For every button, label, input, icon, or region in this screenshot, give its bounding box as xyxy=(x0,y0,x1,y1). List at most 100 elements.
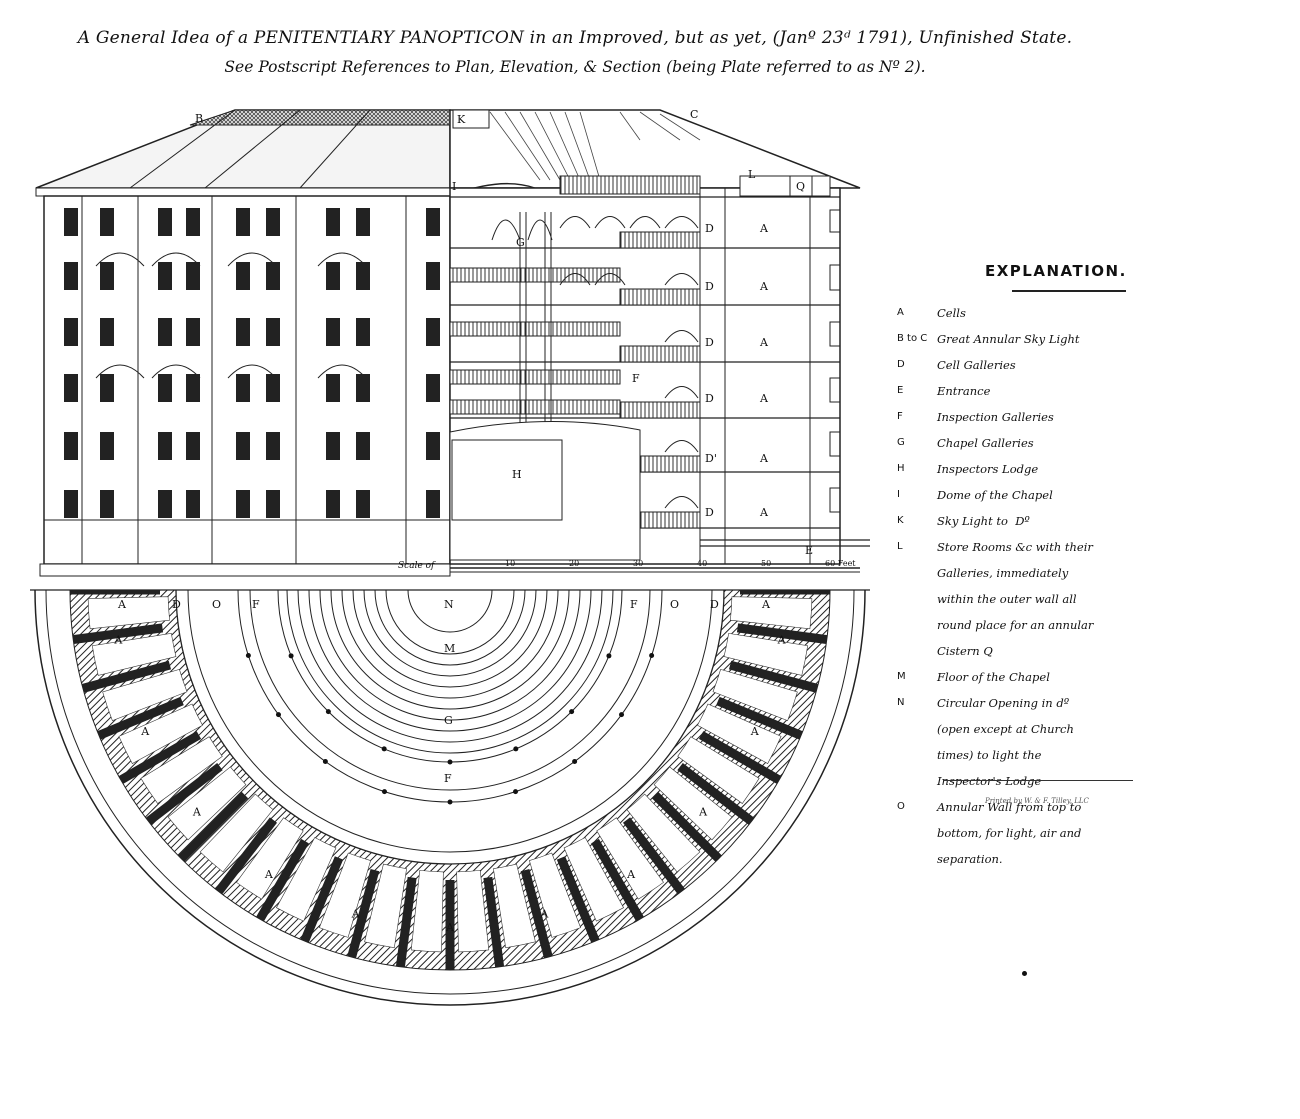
legend-text: Chapel Galleries xyxy=(937,436,1034,450)
explanation-heading: EXPLANATION. xyxy=(985,262,1127,280)
legend-item: I Dome of the Chapel xyxy=(897,482,1267,508)
legend-key: I xyxy=(897,489,900,500)
plan-label-a: A xyxy=(750,725,760,738)
plate-title: A General Idea of a PENITENTIARY PANOPTI… xyxy=(77,28,1073,48)
section-label-d: D xyxy=(705,506,714,519)
section-cell-labels: D A D A D A D A D' A D A xyxy=(705,222,769,519)
plan-label-a: A xyxy=(445,921,455,934)
plan-label-a: A xyxy=(539,907,549,920)
plan-label-f-right: F xyxy=(630,598,638,611)
legend-text: Cell Galleries xyxy=(937,358,1016,372)
legend-text: Inspection Galleries xyxy=(937,410,1054,424)
legend-text: Floor of the Chapel xyxy=(937,670,1050,684)
scale-bar xyxy=(450,567,860,573)
legend-key: H xyxy=(897,463,905,474)
legend-text: Dome of the Chapel xyxy=(937,488,1053,502)
elevation xyxy=(35,109,451,577)
elevation-windows xyxy=(64,208,440,518)
legend-item: G Chapel Galleries xyxy=(897,430,1267,456)
legend-key: D xyxy=(897,359,905,370)
legend-text: Annular Wall from top to bottom, for lig… xyxy=(937,800,1082,866)
legend-text: Circular Opening in dº (open except at C… xyxy=(937,696,1074,788)
scale-label: Scale of xyxy=(398,561,436,571)
label-i: I xyxy=(452,180,456,193)
plan-label-n: N xyxy=(444,598,454,611)
label-g: G xyxy=(516,236,525,249)
section-label-a: A xyxy=(759,280,769,293)
legend-text: Inspectors Lodge xyxy=(937,462,1039,476)
legend-item: F Inspection Galleries xyxy=(897,404,1267,430)
label-h: H xyxy=(512,468,522,481)
section-label-d: D' xyxy=(705,452,717,465)
legend-text: Sky Light to Dº xyxy=(937,514,1030,528)
legend-text: Cells xyxy=(937,306,966,320)
chapel-rings xyxy=(286,590,614,754)
plate-subtitle: See Postscript References to Plan, Eleva… xyxy=(224,58,926,76)
section-label-a: A xyxy=(759,392,769,405)
legend-key: L xyxy=(897,541,903,552)
plan-label-a: A xyxy=(777,634,787,647)
legend-key: G xyxy=(897,437,905,448)
legend-key: A xyxy=(897,307,904,318)
plan-label-o-left: O xyxy=(212,598,221,611)
section-label-d: D xyxy=(705,392,714,405)
scale-tick-label: 10 xyxy=(505,559,515,568)
plan-label-f: F xyxy=(444,772,452,785)
plan-label-a: A xyxy=(626,868,636,881)
label-k: K xyxy=(457,113,466,126)
plan-label-a: A xyxy=(264,868,274,881)
legend-key: B to C xyxy=(897,333,928,344)
legend-end-rule xyxy=(943,780,1133,781)
plan-label-a-left: A xyxy=(117,598,127,611)
legend-key: M xyxy=(897,671,906,682)
section-label-a: A xyxy=(759,336,769,349)
plan-label-m: M xyxy=(444,642,455,655)
section-label-d: D xyxy=(705,280,714,293)
plan-label-d-right: D xyxy=(710,598,719,611)
legend-item: H Inspectors Lodge xyxy=(897,456,1267,482)
ink-dot xyxy=(1022,971,1027,976)
plan-label-d-left: D xyxy=(172,598,181,611)
plan-label-a: A xyxy=(351,907,361,920)
plan xyxy=(34,590,866,1006)
label-q: Q xyxy=(796,180,805,193)
section-label-a: A xyxy=(759,452,769,465)
section-label-d: D xyxy=(705,222,714,235)
scale-tick-label: 50 xyxy=(761,559,771,568)
cell-walls xyxy=(70,590,830,970)
plan-label-a: A xyxy=(192,805,202,818)
legend-item: A Cells xyxy=(897,300,1267,326)
section-label-d: D xyxy=(705,336,714,349)
scale-tick-label: 60 Feet xyxy=(825,559,856,568)
plan-label-g: G xyxy=(444,714,453,727)
plan-label-f-left: F xyxy=(252,598,260,611)
legend-item: O Annular Wall from top to bottom, for li… xyxy=(897,794,1267,872)
legend-item: L Store Rooms &c with their Galleries, im… xyxy=(897,534,1267,664)
label-e: E xyxy=(805,544,813,557)
scale-tick-label: 20 xyxy=(569,559,579,568)
label-l: L xyxy=(748,168,756,181)
legend-key: F xyxy=(897,411,903,422)
legend-item: M Floor of the Chapel xyxy=(897,664,1267,690)
legend-text: Store Rooms &c with their Galleries, imm… xyxy=(937,540,1094,658)
plan-label-a: A xyxy=(140,725,150,738)
legend-item: B to C Great Annular Sky Light xyxy=(897,326,1267,352)
scale-tick-label: 30 xyxy=(633,559,643,568)
section-label-a: A xyxy=(759,506,769,519)
legend-key: E xyxy=(897,385,904,396)
legend-key: O xyxy=(897,801,905,812)
scale-tick-label: 40 xyxy=(697,559,707,568)
section-label-a: A xyxy=(759,222,769,235)
label-c: C xyxy=(690,108,698,121)
legend-text: Great Annular Sky Light xyxy=(937,332,1080,346)
label-b: B xyxy=(195,112,203,125)
gallery-dots xyxy=(245,653,655,805)
section xyxy=(449,109,870,573)
plan-label-o-right: O xyxy=(670,598,679,611)
